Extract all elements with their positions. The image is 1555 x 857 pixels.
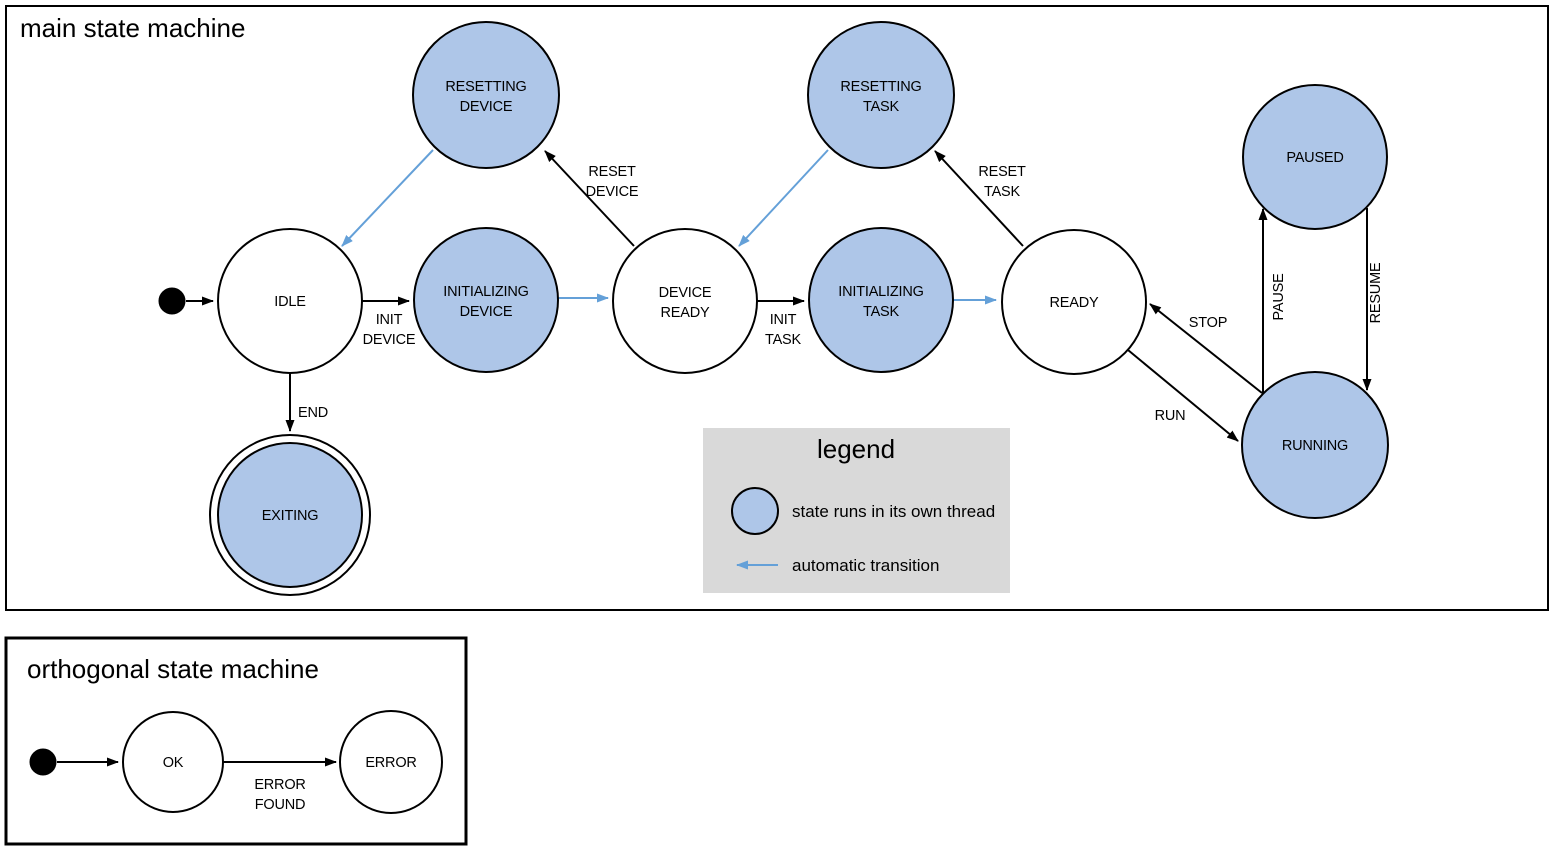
legend-title: legend: [817, 434, 895, 464]
svg-text:RESET: RESET: [588, 164, 636, 180]
state-running: [1241, 371, 1389, 519]
svg-text:DEVICE: DEVICE: [659, 285, 712, 301]
svg-text:ERROR: ERROR: [254, 777, 305, 793]
state-resetting-task-label: RESETTING TASK: [840, 79, 921, 115]
state-resetting-task: [807, 21, 955, 169]
state-device-ready: [612, 228, 758, 374]
transition-end-label: END: [298, 405, 328, 421]
transition-reset-task-label: RESET TASK: [978, 164, 1026, 200]
state-paused-label: PAUSED: [1286, 150, 1343, 166]
state-ready: [1001, 229, 1147, 375]
svg-text:TASK: TASK: [984, 184, 1021, 200]
svg-text:TASK: TASK: [765, 332, 802, 348]
svg-text:DEVICE: DEVICE: [586, 184, 639, 200]
state-idle-label: IDLE: [274, 294, 306, 310]
transition-reset-device-label: RESET DEVICE: [586, 164, 640, 200]
transition-reset-task-arrow: [934, 150, 1024, 247]
orthogonal-initial-state-dot: [29, 748, 57, 776]
svg-text:DEVICE: DEVICE: [460, 99, 513, 115]
state-device-ready-label: DEVICE READY: [659, 285, 713, 321]
svg-text:INIT: INIT: [770, 312, 797, 328]
svg-text:INITIALIZING: INITIALIZING: [838, 284, 923, 300]
state-paused: [1242, 84, 1388, 230]
transition-run-arrow: [1127, 349, 1239, 442]
transition-stop-label: STOP: [1189, 315, 1227, 331]
state-idle: [217, 228, 363, 374]
svg-text:READY: READY: [661, 305, 710, 321]
state-initializing-device-label: INITIALIZING DEVICE: [443, 284, 529, 320]
svg-text:RESETTING: RESETTING: [840, 79, 921, 95]
orthogonal-machine-frame: [4, 636, 468, 846]
state-error-label: ERROR: [365, 755, 416, 771]
svg-text:INITIALIZING: INITIALIZING: [443, 284, 528, 300]
state-running-label: RUNNING: [1282, 438, 1348, 454]
svg-text:RESET: RESET: [978, 164, 1026, 180]
transition-pause-label: PAUSE: [1271, 273, 1287, 321]
svg-text:DEVICE: DEVICE: [363, 332, 416, 348]
transition-reset-device-arrow: [544, 150, 635, 247]
svg-text:DEVICE: DEVICE: [460, 304, 513, 320]
state-initializing-device: [413, 227, 559, 373]
state-ok: [122, 711, 224, 813]
svg-text:TASK: TASK: [863, 99, 900, 115]
transition-stop-arrow: [1149, 303, 1263, 394]
state-initializing-task: [808, 227, 954, 373]
state-ok-label: OK: [163, 755, 184, 771]
state-exiting-label: EXITING: [262, 508, 319, 524]
main-machine-title: main state machine: [20, 13, 245, 43]
svg-text:INIT: INIT: [376, 312, 403, 328]
svg-text:FOUND: FOUND: [255, 797, 306, 813]
legend-auto-label: automatic transition: [792, 556, 939, 575]
transition-auto-resettask-deviceready: [738, 149, 829, 247]
orthogonal-machine-title: orthogonal state machine: [27, 654, 319, 684]
state-error: [339, 710, 443, 814]
state-exiting: [217, 442, 363, 588]
svg-text:TASK: TASK: [863, 304, 900, 320]
orthogonal-transition-error-found-label: ERROR FOUND: [254, 777, 306, 813]
transition-run-label: RUN: [1155, 408, 1186, 424]
state-ready-label: READY: [1050, 295, 1099, 311]
state-resetting-device: [412, 21, 560, 169]
initial-state-dot: [158, 287, 186, 315]
transition-auto-resetdev-idle: [341, 149, 434, 247]
state-initializing-task-label: INITIALIZING TASK: [838, 284, 924, 320]
transition-init-task-label: INIT TASK: [765, 312, 802, 348]
transition-resume-label: RESUME: [1368, 262, 1384, 323]
legend-threaded-state-icon: [731, 487, 779, 535]
state-resetting-device-label: RESETTING DEVICE: [445, 79, 526, 115]
main-machine-frame: [5, 5, 1549, 611]
svg-text:RESETTING: RESETTING: [445, 79, 526, 95]
legend-thread-label: state runs in its own thread: [792, 502, 995, 521]
transition-init-device-label: INIT DEVICE: [363, 312, 417, 348]
